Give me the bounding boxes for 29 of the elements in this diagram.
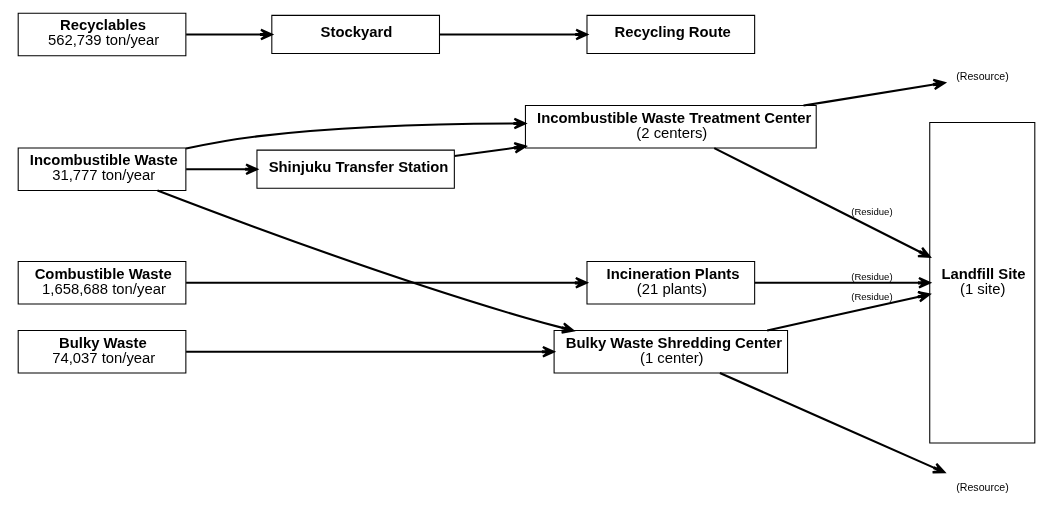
node-box: Combustible Waste 1,658,688 ton/year (17, 260, 186, 305)
node-box: Stockyard (270, 14, 440, 54)
node-box: Bulky Waste 74,037 ton/year (17, 329, 186, 373)
edge-label: (Residue) (850, 290, 893, 302)
node-text: (Resource) (955, 480, 1009, 493)
node-box: Incombustible Waste Treatment Center (2 centers) (524, 104, 817, 149)
arrow (185, 162, 258, 175)
arrow (185, 345, 555, 358)
arrow (439, 28, 588, 40)
arrow (156, 189, 574, 334)
edge-label: (Residue) (850, 270, 893, 282)
node-box: Shinjuku Transfer Station (255, 149, 455, 189)
arrow (185, 28, 273, 40)
arrow (754, 276, 931, 289)
node-box: Recycling Route (585, 14, 755, 54)
node-box: Landfill Site (1 site) (928, 121, 1035, 444)
node-box: Recyclables 562,739 ton/year (17, 12, 186, 56)
edge-label: (Residue) (850, 205, 893, 217)
node-box: Incombustible Waste 31,777 ton/year (17, 147, 186, 191)
node-text: (Resource) (955, 69, 1009, 82)
arrow (766, 290, 930, 332)
arrow (802, 78, 946, 107)
arrow (713, 146, 931, 258)
node-box: Bulky Waste Shredding Center (1 center) (553, 329, 788, 373)
arrow (453, 141, 526, 157)
arrow (185, 117, 526, 150)
arrow (185, 276, 588, 289)
node-box: Incineration Plants (21 plants) (585, 260, 755, 305)
arrow (718, 371, 945, 473)
